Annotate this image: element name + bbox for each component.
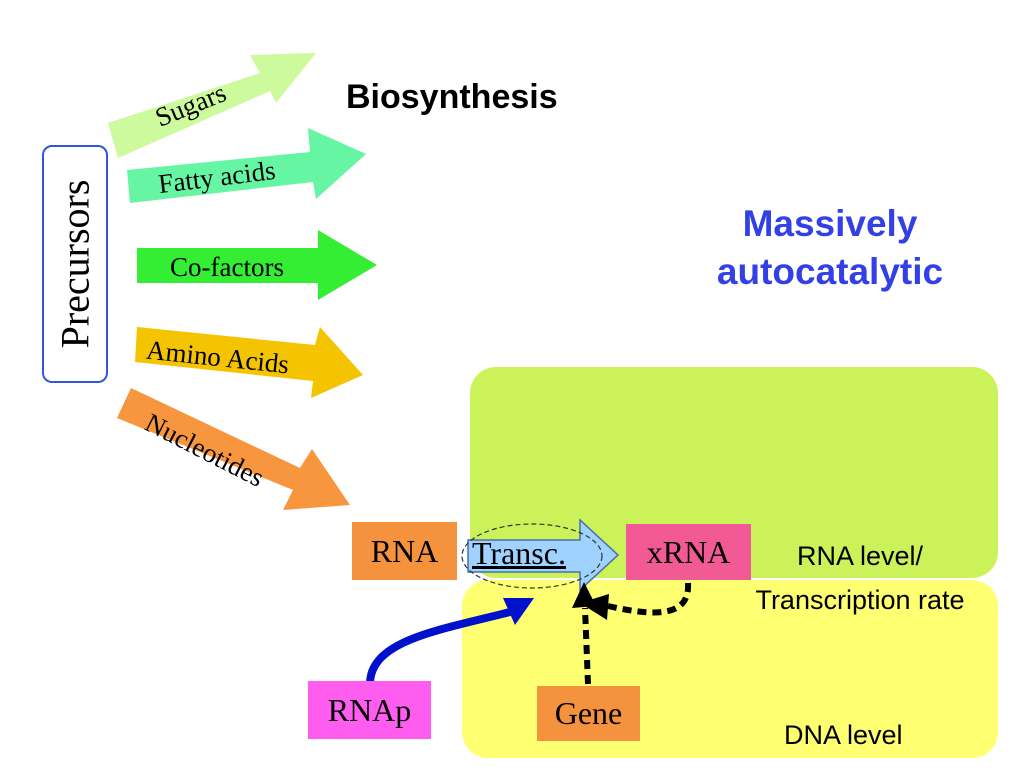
rna-level-line-1: RNA level/	[796, 541, 924, 571]
precursors-box	[42, 145, 108, 383]
rnap-box: RNAp	[308, 681, 431, 739]
diagram-title: Biosynthesis	[346, 78, 558, 116]
dna-level-label: DNA level	[784, 720, 903, 750]
nucleotides-label: Nucleotides	[140, 407, 269, 493]
co-factors-label: Co-factors	[170, 252, 284, 282]
rnap-label: RNAp	[327, 691, 412, 728]
rna-box: RNA	[352, 522, 457, 580]
gene-label: Gene	[554, 695, 623, 731]
subtitle-line-1: Massively	[742, 203, 918, 244]
rna-level-line-2: Transcription rate	[755, 585, 965, 615]
amino-acids-label: Amino Acids	[144, 334, 291, 380]
subtitle: Massively autocatalytic	[660, 200, 1000, 296]
subtitle-line-2: autocatalytic	[716, 251, 944, 292]
transc-label: Transc.	[472, 535, 566, 571]
precursors-label: Precursors	[52, 179, 98, 349]
sugars-label: Sugars	[150, 77, 231, 133]
xrna-label: xRNA	[646, 533, 731, 570]
rna-level-label: RNA level/ Transcription rate	[726, 534, 994, 622]
fatty-acids-label: Fatty acids	[156, 154, 278, 200]
gene-box: Gene	[537, 686, 640, 741]
rna-label: RNA	[370, 532, 439, 569]
xrna-box: xRNA	[626, 524, 751, 580]
